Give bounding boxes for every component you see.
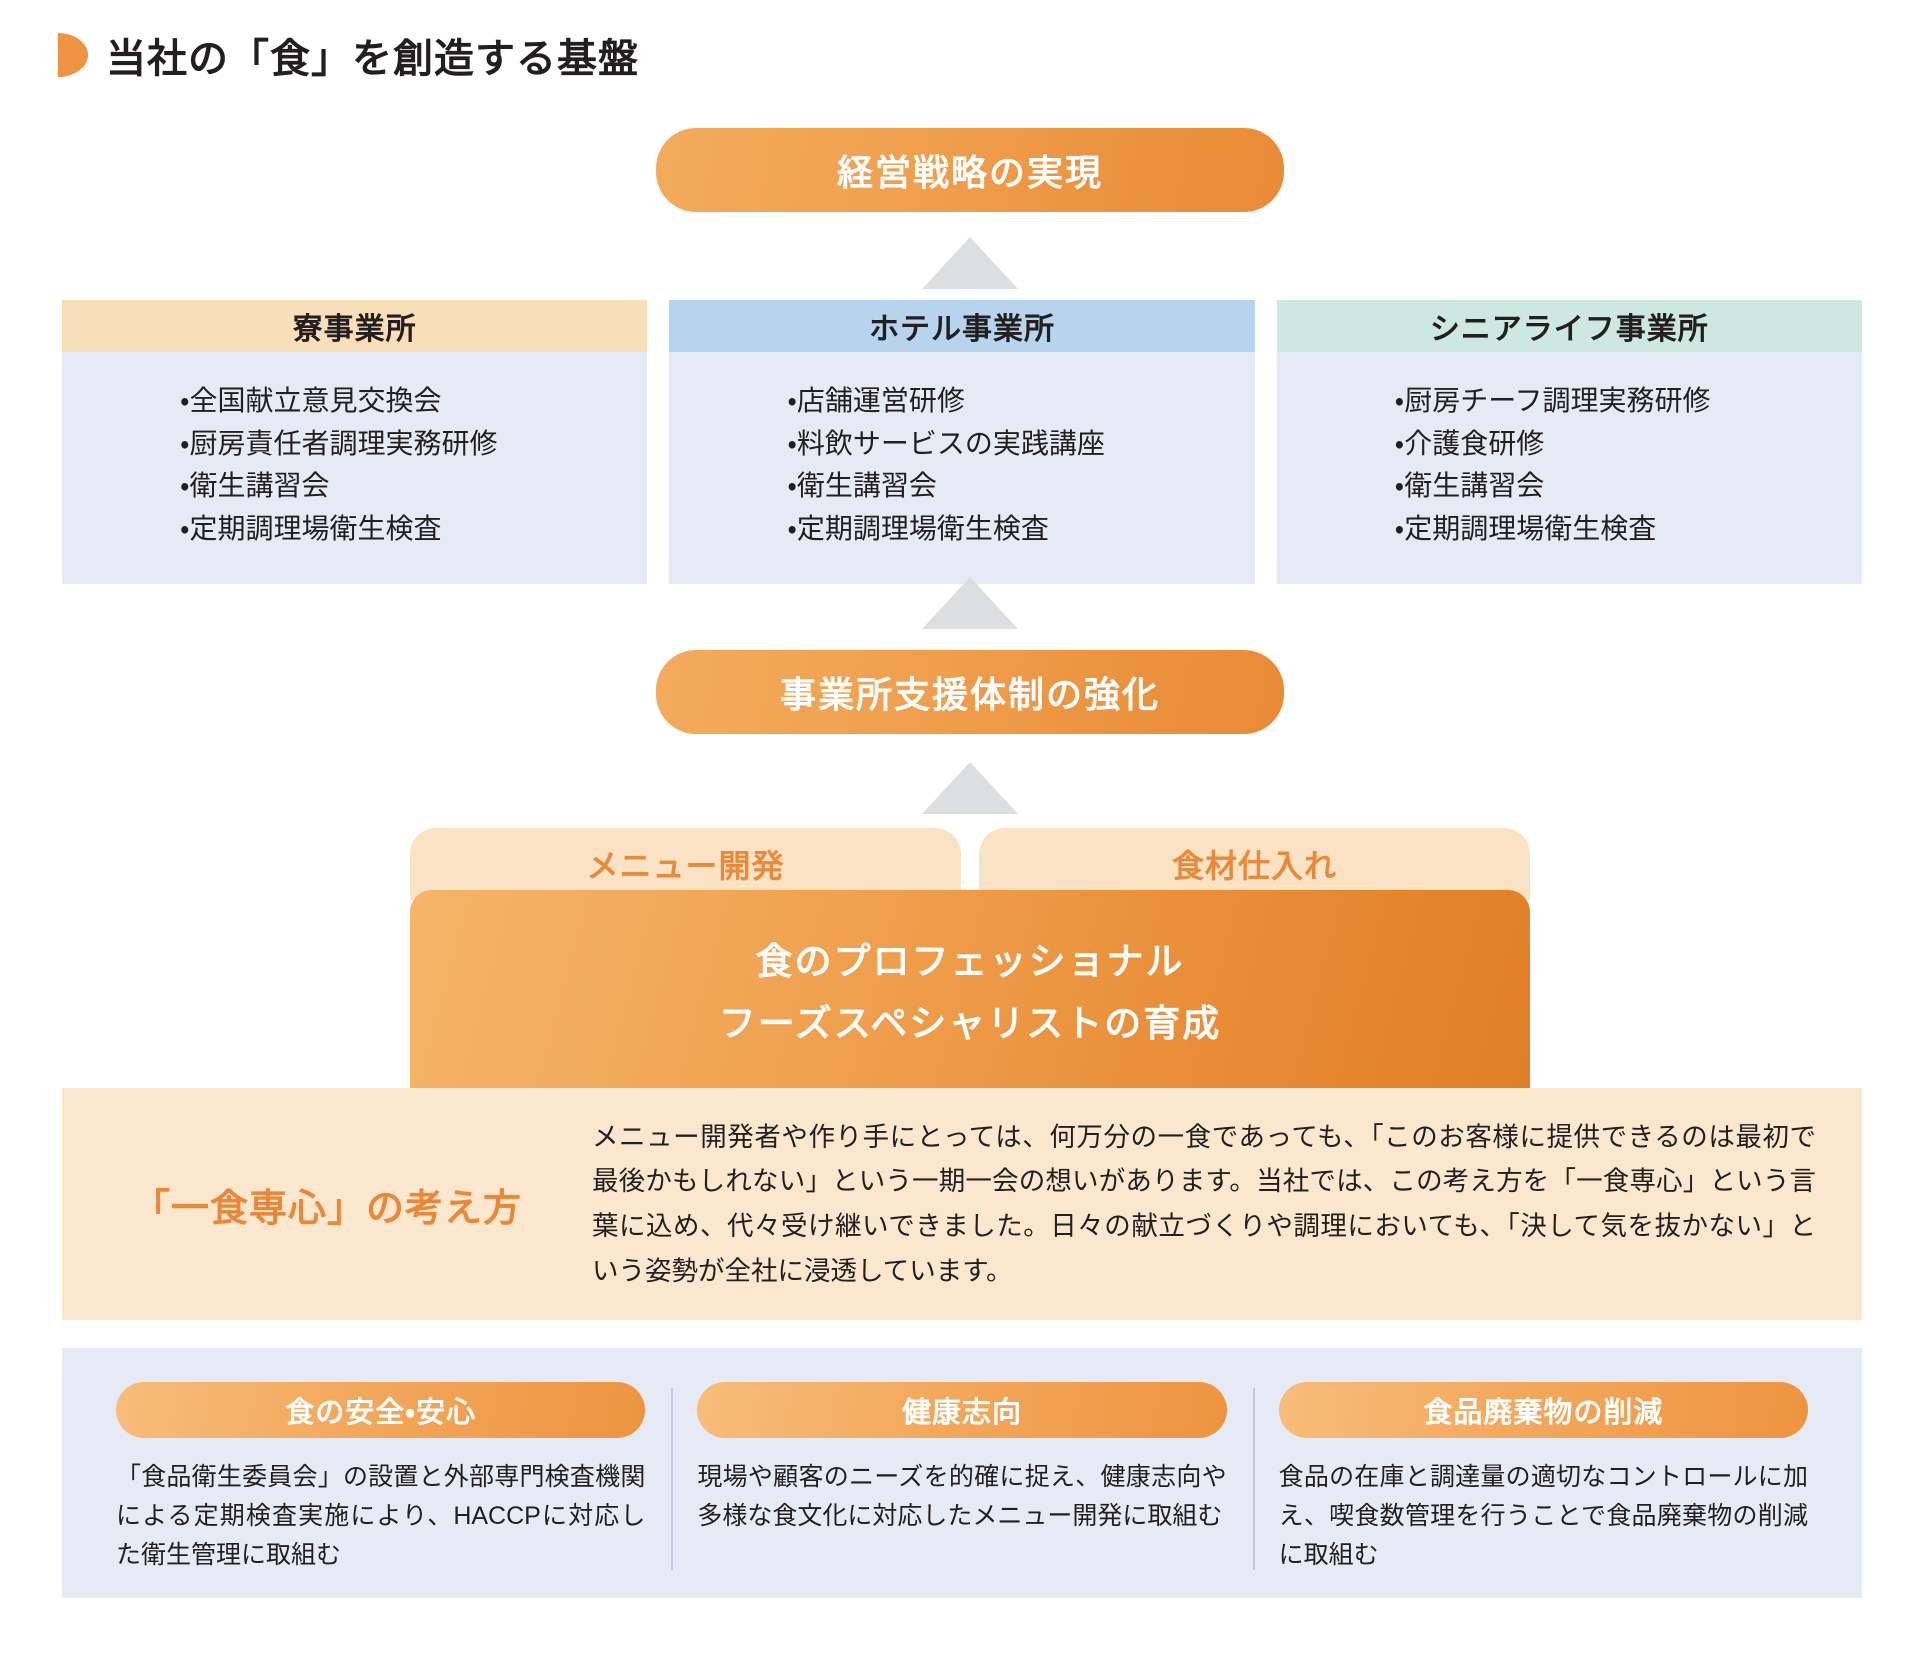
initiative-text-health: 現場や顧客のニーズを的確に捉え、健康志向や多様な食文化に対応したメニュー開発に取… (697, 1463, 1227, 1530)
division-column-hotel: ホテル事業所 店舗運営研修 料飲サービスの実践講座 衛生講習会 定期調理場衛生検… (669, 300, 1255, 585)
page-title-text: 当社の「食」を創造する基盤 (106, 37, 639, 81)
top-goal-label: 経営戦略の実現 (836, 152, 1103, 193)
tab-ingredient-procurement[interactable]: 食材仕入れ (979, 828, 1530, 900)
pyramid-line-2: フーズスペシャリストの育成 (718, 1003, 1222, 1044)
pyramid-line-1: 食のプロフェッショナル (755, 941, 1185, 982)
division-list-hotel: 店舗運営研修 料飲サービスの実践講座 衛生講習会 定期調理場衛生検査 (669, 352, 1255, 585)
list-item: 定期調理場衛生検査 (787, 508, 1254, 551)
initiative-card-health: 健康志向 現場や顧客のニーズを的確に捉え、健康志向や多様な食文化に対応したメニュ… (671, 1382, 1252, 1570)
initiative-title-health: 健康志向 (697, 1382, 1227, 1438)
list-item: 厨房責任者調理実務研修 (180, 423, 647, 466)
initiative-title-waste-reduction: 食品廃棄物の削減 (1278, 1382, 1808, 1438)
list-item: 全国献立意見交換会 (180, 380, 647, 423)
division-columns: 寮事業所 全国献立意見交換会 厨房責任者調理実務研修 衛生講習会 定期調理場衛生… (62, 300, 1862, 585)
division-column-dormitory: 寮事業所 全国献立意見交換会 厨房責任者調理実務研修 衛生講習会 定期調理場衛生… (62, 300, 648, 585)
division-list-dormitory: 全国献立意見交換会 厨房責任者調理実務研修 衛生講習会 定期調理場衛生検査 (62, 352, 648, 585)
list-item: 衛生講習会 (787, 465, 1254, 508)
list-item: 店舗運営研修 (787, 380, 1254, 423)
division-header-seniorlife: シニアライフ事業所 (1276, 300, 1862, 352)
list-item: 厨房チーフ調理実務研修 (1395, 380, 1862, 423)
division-list-seniorlife: 厨房チーフ調理実務研修 介護食研修 衛生講習会 定期調理場衛生検査 (1276, 352, 1862, 585)
list-item: 衛生講習会 (1395, 465, 1862, 508)
initiative-card-food-safety: 食の安全・安心 「食品衛生委員会」の設置と外部専門検査機関による定期検査実施によ… (90, 1382, 671, 1575)
initiative-card-waste-reduction: 食品廃棄物の削減 食品の在庫と調達量の適切なコントロールに加え、喫食数管理を行う… (1252, 1382, 1834, 1575)
philosophy-band: 「一食専心」の考え方 メニュー開発者や作り手にとっては、何万分の一食であっても、… (62, 1088, 1862, 1320)
initiative-title-food-safety: 食の安全・安心 (116, 1382, 646, 1438)
pyramid-block: メニュー開発 食材仕入れ 食のプロフェッショナル フーズスペシャリストの育成 (410, 828, 1530, 1088)
pyramid-body: 食のプロフェッショナル フーズスペシャリストの育成 (410, 890, 1530, 1088)
tab-menu-development[interactable]: メニュー開発 (410, 828, 961, 900)
support-pill: 事業所支援体制の強化 (656, 650, 1284, 734)
arrow-up-icon-to-support (922, 762, 1018, 814)
arrow-up-icon-to-goal (922, 237, 1018, 289)
list-item: 料飲サービスの実践講座 (787, 423, 1254, 466)
page-title: 当社の「食」を創造する基盤 (58, 26, 639, 84)
list-item: 介護食研修 (1395, 423, 1862, 466)
philosophy-title: 「一食専心」の考え方 (131, 1187, 522, 1230)
philosophy-body: メニュー開発者や作り手にとっては、何万分の一食であっても、「このお客様に提供でき… (592, 1121, 1816, 1286)
support-label: 事業所支援体制の強化 (779, 674, 1160, 715)
title-bullet-icon (58, 33, 88, 77)
list-item: 定期調理場衛生検査 (180, 508, 647, 551)
pyramid-tabs: メニュー開発 食材仕入れ (410, 828, 1530, 900)
division-column-seniorlife: シニアライフ事業所 厨房チーフ調理実務研修 介護食研修 衛生講習会 定期調理場衛… (1276, 300, 1862, 585)
list-item: 定期調理場衛生検査 (1395, 508, 1862, 551)
top-goal-pill: 経営戦略の実現 (656, 128, 1284, 212)
initiative-text-waste-reduction: 食品の在庫と調達量の適切なコントロールに加え、喫食数管理を行うことで食品廃棄物の… (1278, 1463, 1808, 1569)
list-item: 衛生講習会 (180, 465, 647, 508)
division-header-hotel: ホテル事業所 (669, 300, 1255, 352)
arrow-up-icon-to-divisions (922, 577, 1018, 629)
division-header-dormitory: 寮事業所 (62, 300, 648, 352)
initiatives-panel: 食の安全・安心 「食品衛生委員会」の設置と外部専門検査機関による定期検査実施によ… (62, 1348, 1862, 1598)
initiative-text-food-safety: 「食品衛生委員会」の設置と外部専門検査機関による定期検査実施により、HACCPに… (116, 1463, 646, 1569)
